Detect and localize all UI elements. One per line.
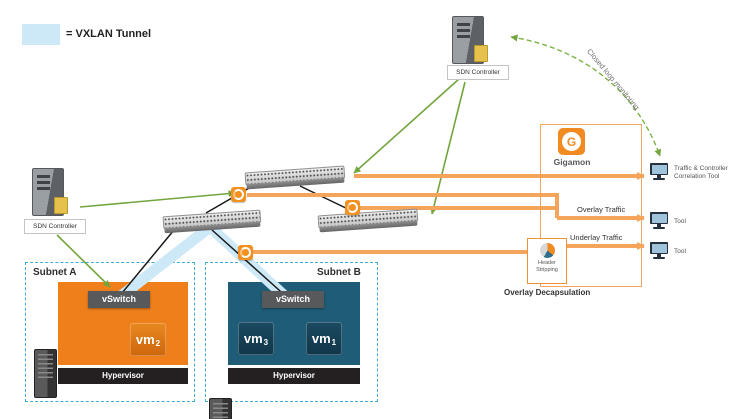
drive-slot-icon [37, 175, 50, 178]
underlay-tool-label: Tool [674, 248, 686, 255]
monitor-base [653, 178, 665, 180]
sdn-controller-top-icon [452, 16, 488, 64]
gigamon-logo-icon: G [558, 128, 585, 155]
control-link-top-controller-topswitch [353, 78, 460, 174]
control-link-top-controller-rightswitch [430, 81, 466, 215]
header-stripping-label-line2: Stripping [536, 267, 558, 273]
monitor-stand [657, 224, 661, 227]
overlay-decapsulation-label: Overlay Decapsulation [504, 288, 591, 297]
spine-switch-icon [244, 165, 346, 190]
underlay-traffic-label: Underlay Traffic [570, 233, 623, 242]
correlation-tool-label-line2: Correlation Tool [674, 173, 720, 180]
header-stripping-icon [539, 243, 555, 258]
tap-ring-icon [233, 189, 244, 200]
folder-icon [54, 197, 68, 214]
vm-number: 3 [263, 338, 269, 347]
sdn-controller-left-label: SDN Controller [24, 219, 86, 234]
monitor-stand [657, 254, 661, 257]
vm-label: vm [135, 332, 155, 347]
monitor-screen [650, 242, 668, 254]
header-stripping-label-line1: Header [537, 260, 557, 266]
closed-loop-monitoring-label: Closed loop monitoring [585, 47, 642, 112]
tap-point-2-icon [345, 200, 360, 215]
vm-number: 2 [155, 339, 161, 348]
subnet-a-vswitch: vSwitch [88, 291, 150, 308]
correlation-tool-monitor-icon [650, 163, 668, 180]
overlay-tool-label: Tool [674, 218, 686, 225]
monitor-screen-inner [651, 243, 667, 253]
drive-slot-icon [457, 23, 470, 26]
monitor-base [653, 227, 665, 229]
server-tower-icon [452, 16, 488, 64]
monitor-base [653, 257, 665, 259]
subnet-b-vswitch: vSwitch [262, 291, 324, 308]
correlation-tool-label-line1: Traffic & Controller [674, 165, 728, 172]
monitor-screen-inner [651, 213, 667, 223]
gigamon-logo-letter: G [562, 132, 581, 151]
monitor-screen [650, 163, 668, 175]
subnet-a-server-icon [34, 349, 57, 398]
subnet-b-server-icon [209, 398, 232, 419]
sdn-controller-top-label: SDN Controller [447, 65, 509, 80]
vm-label: vm [243, 331, 263, 346]
subnet-a-title: Subnet A [33, 267, 77, 278]
sdn-controller-left-icon [32, 168, 68, 216]
tap-point-3-icon [238, 245, 253, 260]
underlay-tool-monitor-icon [650, 242, 668, 259]
monitor-screen-inner [651, 164, 667, 174]
server-tower-icon [32, 168, 68, 216]
monitor-screen [650, 212, 668, 224]
subnet-b-title: Subnet B [317, 267, 361, 278]
tap-point-1-icon [231, 187, 246, 202]
header-stripping-box: Header Stripping [527, 238, 567, 284]
vxlan-legend-label: = VXLAN Tunnel [66, 28, 152, 40]
tap-ring-icon [347, 202, 358, 213]
subnet-b-hypervisor-bar: Hypervisor [228, 368, 360, 384]
vxlan-legend-swatch [22, 24, 60, 45]
control-link-left-controller-switches [79, 190, 236, 208]
monitor-stand [657, 175, 661, 178]
leaf-switch-left-icon [162, 209, 262, 234]
correlation-tool-label: Traffic & Controller Correlation Tool [674, 165, 746, 181]
vm-number: 1 [331, 338, 337, 347]
folder-icon [474, 45, 488, 62]
subnet-a-hypervisor-bar: Hypervisor [58, 368, 188, 384]
leaf-switch-right-icon [317, 208, 419, 233]
overlay-tool-monitor-icon [650, 212, 668, 229]
gigamon-brand-label: Gigamon [553, 157, 591, 167]
overlay-traffic-label: Overlay Traffic [577, 205, 626, 214]
tap-ring-icon [240, 247, 251, 258]
vm-label: vm [311, 331, 331, 346]
